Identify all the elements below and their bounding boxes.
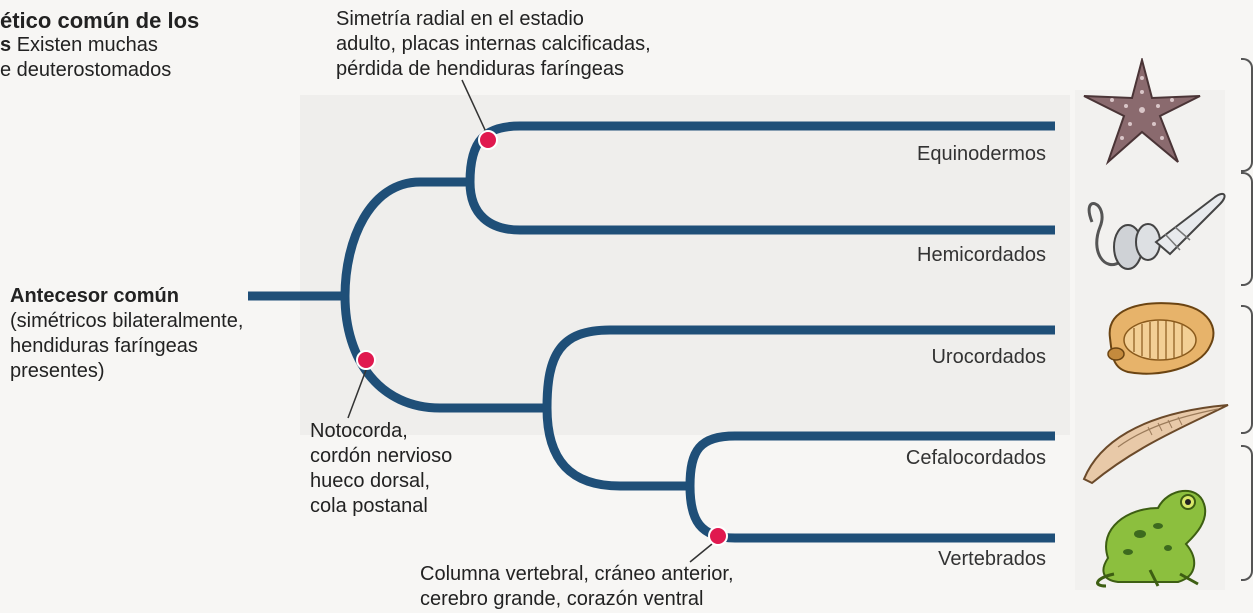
brace-chordata-top xyxy=(1241,305,1253,434)
branch-chordate xyxy=(340,295,547,413)
echinoderm-traits: Simetría radial en el estadio adulto, pl… xyxy=(336,8,651,80)
frog-illustration xyxy=(1096,489,1207,588)
acorn-worm-illustration xyxy=(1087,193,1226,270)
starfish-illustration xyxy=(1083,58,1201,166)
heading-line-3: e deuterostomados xyxy=(0,59,172,81)
taxon-vertebrados: Vertebrados xyxy=(938,548,1046,570)
node-echinoderm xyxy=(478,130,498,150)
trait-nodes xyxy=(356,130,728,546)
tunicate-illustration xyxy=(1107,302,1215,375)
branch-cephalochordate xyxy=(685,431,1055,487)
pointer-vertebrate xyxy=(689,543,713,563)
pointer-echinoderm xyxy=(461,79,487,133)
taxon-equinodermos: Equinodermos xyxy=(917,143,1046,165)
branch-deuterostome-split xyxy=(340,177,470,297)
branch-hemichordate xyxy=(465,181,1055,235)
brace-ambulacraria-bottom xyxy=(1241,172,1253,286)
heading-fragment: ético común de los s Existen muchas e de… xyxy=(0,8,199,83)
taxon-hemicordados: Hemicordados xyxy=(917,244,1046,266)
ancestor-title: Antecesor común xyxy=(10,285,179,307)
heading-line-1: ético común de los xyxy=(0,8,200,33)
taxon-cefalocordados: Cefalocordados xyxy=(905,447,1046,469)
node-vertebrate xyxy=(708,526,728,546)
heading-line-2: s Existen muchas xyxy=(0,34,158,56)
branch-vert-lancelet-split xyxy=(542,407,690,491)
lancelet-illustration xyxy=(1082,404,1229,485)
vertebrate-traits: Columna vertebral, cráneo anterior, cere… xyxy=(420,563,734,610)
branches xyxy=(248,79,1055,563)
chordate-traits: Notocorda, cordón nervioso hueco dorsal,… xyxy=(310,420,453,517)
ancestor-label: Antecesor común (simétricos bilateralmen… xyxy=(10,285,244,382)
pointer-chordate xyxy=(347,369,367,419)
branch-urochordate xyxy=(542,325,1055,409)
diagram-panel xyxy=(300,95,1070,435)
taxon-urocordados: Urocordados xyxy=(931,346,1046,368)
brace-ambulacraria-top xyxy=(1241,58,1253,172)
brace-chordata-bottom xyxy=(1241,445,1253,581)
node-chordate xyxy=(356,350,376,370)
branch-vertebrate xyxy=(685,485,1055,543)
